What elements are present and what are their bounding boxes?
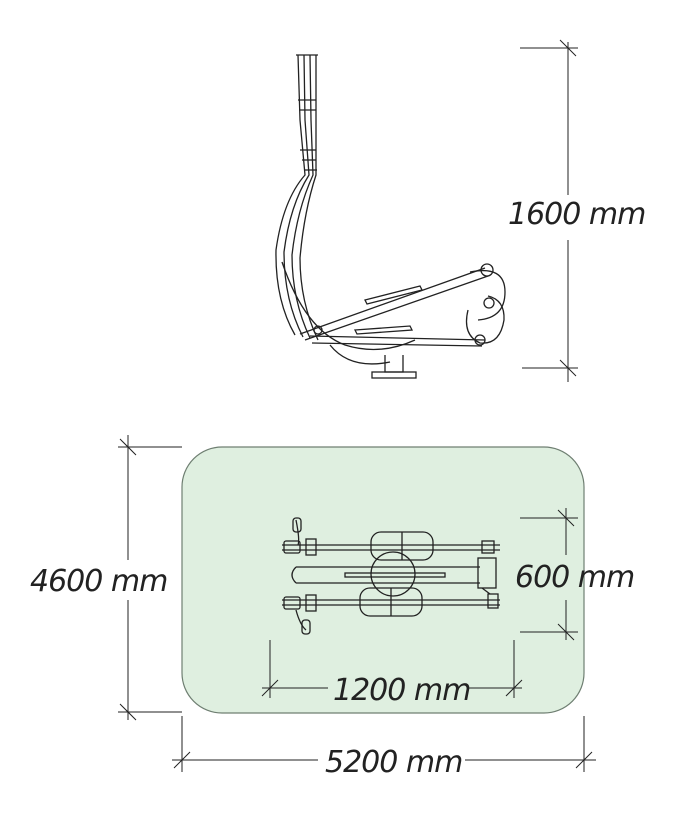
pedals bbox=[465, 263, 506, 346]
lever-arms bbox=[299, 267, 489, 347]
height-dimension: 1600 mm bbox=[508, 39, 646, 382]
base-arc bbox=[281, 261, 416, 351]
equipment-width-dimension: 600 mm bbox=[515, 508, 635, 641]
side-elevation-view bbox=[275, 54, 506, 379]
safety-zone bbox=[181, 446, 585, 714]
height-label: 1600 mm bbox=[508, 197, 645, 232]
depth-label: 4600 mm bbox=[30, 564, 167, 599]
depth-dimension: 4600 mm bbox=[30, 435, 182, 721]
plan-view-equipment bbox=[282, 517, 500, 635]
equipment-length-dimension: 1200 mm bbox=[261, 640, 523, 708]
width-dimension: 5200 mm bbox=[172, 716, 596, 780]
equipment-length-label: 1200 mm bbox=[333, 673, 470, 708]
seat-plate bbox=[353, 285, 423, 335]
equipment-width-label: 600 mm bbox=[515, 560, 634, 595]
width-label: 5200 mm bbox=[325, 745, 462, 780]
base-post bbox=[371, 355, 417, 379]
backrest-frame bbox=[275, 54, 319, 341]
